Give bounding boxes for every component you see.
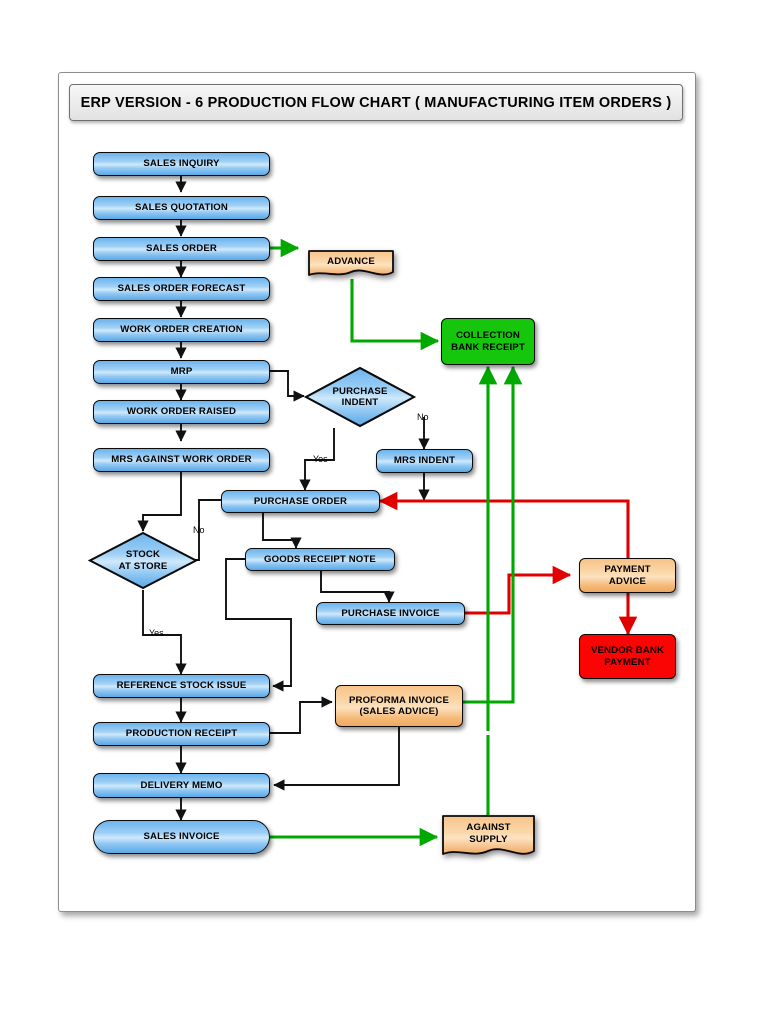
node-label: PROFORMA INVOICE (SALES ADVICE)	[345, 695, 453, 718]
document-shape	[308, 250, 394, 276]
node-label: COLLECTION BANK RECEIPT	[447, 330, 529, 353]
node-mrp[interactable]: MRP	[93, 360, 270, 384]
node-label-line2: SUPPLY	[469, 833, 508, 845]
node-sales-inquiry[interactable]: SALES INQUIRY	[93, 152, 270, 176]
node-production-receipt[interactable]: PRODUCTION RECEIPT	[93, 722, 270, 746]
node-collection-bank-receipt[interactable]: COLLECTION BANK RECEIPT	[441, 318, 535, 365]
node-purchase-order[interactable]: PURCHASE ORDER	[221, 490, 380, 513]
node-label-line2: INDENT	[341, 397, 379, 408]
node-label-line2: PAYMENT	[604, 656, 651, 668]
node-mrs-against-work-order[interactable]: MRS AGAINST WORK ORDER	[93, 448, 270, 472]
node-label: PAYMENT ADVICE	[600, 564, 654, 587]
node-label: PRODUCTION RECEIPT	[125, 728, 238, 740]
node-label: WORK ORDER CREATION	[120, 324, 243, 336]
node-label: SALES INVOICE	[143, 831, 220, 843]
node-label: SALES QUOTATION	[134, 202, 229, 214]
node-label-line2: ADVICE	[608, 575, 647, 587]
node-label: VENDOR BANK PAYMENT	[587, 645, 668, 668]
node-vendor-bank-payment[interactable]: VENDOR BANK PAYMENT	[579, 634, 676, 679]
document-shape	[442, 815, 535, 855]
node-label: ADVANCE	[327, 255, 375, 267]
node-label: SALES ORDER FORECAST	[117, 283, 246, 295]
node-label: AGAINST SUPPLY	[462, 822, 514, 845]
node-advance[interactable]: ADVANCE	[305, 248, 397, 280]
node-label: PURCHASE INDENT	[328, 386, 391, 409]
node-label: GOODS RECEIPT NOTE	[264, 553, 376, 565]
node-label-line2: (SALES ADVICE)	[359, 706, 439, 717]
node-work-order-raised[interactable]: WORK ORDER RAISED	[93, 400, 270, 424]
node-label: PURCHASE INVOICE	[341, 607, 440, 619]
node-label-line1: VENDOR BANK	[590, 645, 665, 657]
chart-title-bar: ERP VERSION - 6 PRODUCTION FLOW CHART ( …	[69, 84, 683, 121]
node-label: MRS INDENT	[393, 455, 456, 467]
node-purchase-invoice[interactable]: PURCHASE INVOICE	[316, 602, 465, 625]
node-label: REFERENCE STOCK ISSUE	[116, 680, 247, 692]
node-sales-order-forecast[interactable]: SALES ORDER FORECAST	[93, 277, 270, 301]
node-label-line1: STOCK	[125, 549, 161, 561]
node-mrs-indent[interactable]: MRS INDENT	[376, 449, 473, 473]
node-label-line1: COLLECTION	[456, 330, 520, 342]
node-label: STOCK AT STORE	[115, 549, 172, 572]
node-label-line1: AGAINST	[466, 822, 511, 834]
edge-label-stock-no: No	[193, 525, 205, 535]
node-label-line2: BANK RECEIPT	[451, 341, 525, 353]
diamond-shape	[88, 531, 198, 590]
node-reference-stock-issue[interactable]: REFERENCE STOCK ISSUE	[93, 674, 270, 698]
node-against-supply[interactable]: AGAINST SUPPLY	[440, 813, 537, 861]
page-title: ERP VERSION - 6 PRODUCTION FLOW CHART ( …	[80, 94, 672, 111]
node-sales-order[interactable]: SALES ORDER	[93, 237, 270, 261]
edge-label-stock-yes: Yes	[149, 628, 164, 638]
node-delivery-memo[interactable]: DELIVERY MEMO	[93, 773, 270, 798]
node-sales-invoice[interactable]: SALES INVOICE	[93, 820, 270, 854]
node-sales-quotation[interactable]: SALES QUOTATION	[93, 196, 270, 220]
node-label-line2: AT STORE	[118, 560, 168, 572]
node-label: MRS AGAINST WORK ORDER	[111, 454, 252, 466]
node-label: SALES ORDER	[146, 243, 217, 255]
node-payment-advice[interactable]: PAYMENT ADVICE	[579, 558, 676, 593]
node-stock-at-store[interactable]: STOCK AT STORE	[88, 531, 198, 590]
node-label: PURCHASE ORDER	[253, 495, 348, 507]
diamond-shape	[304, 366, 416, 428]
node-label-line1: PROFORMA INVOICE	[348, 694, 450, 706]
node-label: SALES INQUIRY	[143, 158, 220, 170]
node-label-line1: PAYMENT	[604, 564, 651, 576]
node-label: WORK ORDER RAISED	[126, 406, 237, 418]
edge-label-purchase-indent-yes: Yes	[313, 454, 328, 464]
edge-label-purchase-indent-no: No	[417, 412, 429, 422]
node-purchase-indent[interactable]: PURCHASE INDENT	[304, 366, 416, 428]
node-label-line1: PURCHASE	[332, 385, 388, 397]
node-label: MRP	[170, 366, 193, 378]
node-work-order-creation[interactable]: WORK ORDER CREATION	[93, 318, 270, 342]
node-proforma-invoice[interactable]: PROFORMA INVOICE (SALES ADVICE)	[335, 685, 463, 727]
node-label: DELIVERY MEMO	[140, 779, 223, 791]
node-goods-receipt-note[interactable]: GOODS RECEIPT NOTE	[245, 548, 395, 571]
